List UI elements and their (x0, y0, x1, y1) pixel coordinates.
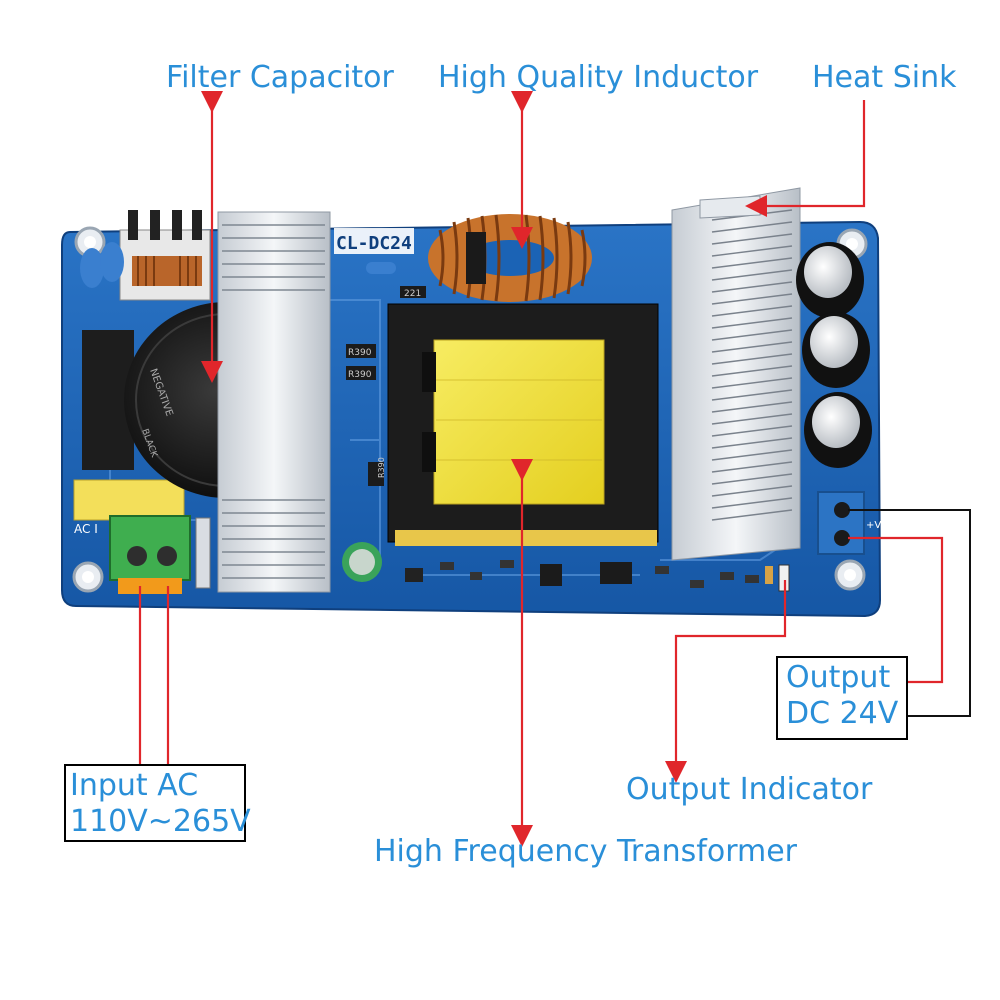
label-output-voltage: DC 24V (786, 696, 899, 731)
pointer-lines (138, 91, 944, 847)
resistor-label-b: R390 (348, 370, 372, 380)
label-output-indicator: Output Indicator (626, 772, 873, 807)
inductor-body (428, 214, 592, 302)
model-label-bg (334, 228, 414, 254)
pointer-heat-sink (745, 100, 866, 217)
right-heat-sink (671, 187, 801, 561)
ac-input-terminal (109, 515, 191, 594)
label-input-voltage: 110V~265V (70, 804, 251, 839)
blue-small-cap (366, 262, 396, 274)
input-choke (119, 210, 211, 301)
label-output: Output (786, 660, 891, 695)
label-input-ac: Input AC (70, 768, 199, 803)
output-capacitor (802, 312, 870, 388)
ac-marking: AC I (74, 522, 98, 536)
output-terminal (817, 491, 865, 555)
output-dc-box: Output DC 24V (776, 656, 908, 740)
smd-components (405, 560, 773, 588)
model-silkscreen: CL-DC24 (336, 233, 412, 254)
mounting-hole (72, 561, 104, 593)
output-capacitor (804, 392, 872, 468)
left-heat-sink (217, 211, 331, 593)
output-marking: +V (866, 520, 881, 531)
input-ac-box: Input AC 110V~265V (64, 764, 251, 842)
small-green-capacitor (342, 542, 382, 582)
mounting-hole (834, 559, 866, 591)
resistor-label-c: R390 (377, 457, 386, 478)
fuse (195, 517, 211, 589)
resistors (346, 286, 426, 486)
label-filter-capacitor: Filter Capacitor (166, 60, 394, 95)
pointer-output-negative (848, 509, 971, 717)
output-capacitor (796, 242, 864, 318)
pointer-output-indicator (665, 580, 787, 783)
inductor-code: 221 (404, 289, 421, 299)
label-high-frequency-transformer: High Frequency Transformer (374, 834, 798, 869)
resistor-label-a: R390 (348, 348, 372, 358)
label-heat-sink: Heat Sink (812, 60, 957, 95)
x-capacitor (73, 479, 185, 521)
pointer-output-positive (848, 536, 944, 684)
y-capacitors (80, 242, 124, 288)
label-high-quality-inductor: High Quality Inductor (438, 60, 759, 95)
